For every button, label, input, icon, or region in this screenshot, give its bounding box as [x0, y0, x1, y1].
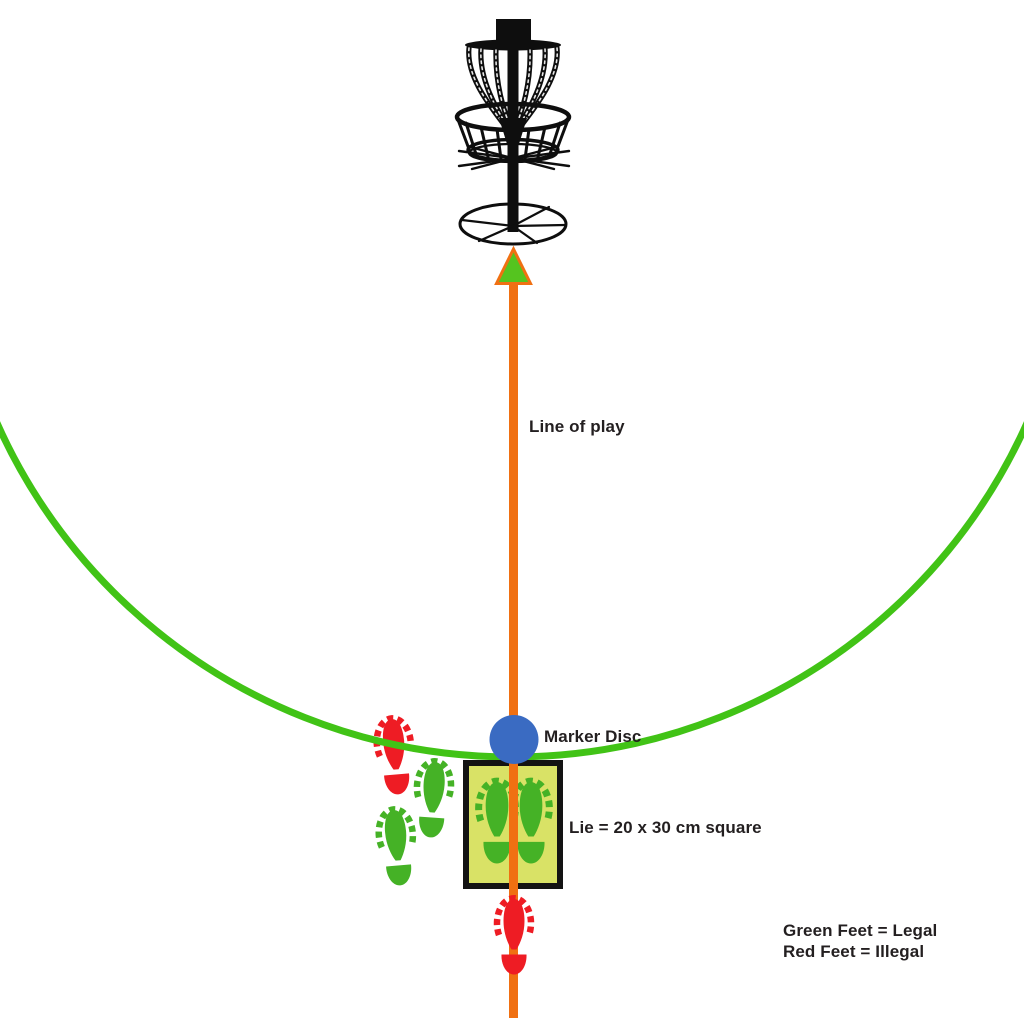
legend-red-feet-label: Red Feet = Illegal: [783, 942, 925, 961]
basket-pole-lower: [507, 144, 519, 232]
basket-base: [458, 202, 568, 246]
line-of-play-arrowhead-icon: [494, 245, 533, 285]
lie-size-label: Lie = 20 x 30 cm square: [569, 818, 762, 837]
footprint-green-right-icon: [413, 760, 452, 838]
footprint-green-rear-icon: [377, 808, 418, 887]
disc-golf-basket-icon: [454, 19, 572, 246]
line-of-play-label: Line of play: [529, 417, 625, 436]
basket-pole-upper: [507, 40, 519, 144]
legend-green-feet-label: Green Feet = Legal: [783, 921, 938, 940]
legend: Green Feet = Legal Red Feet = Illegal: [783, 920, 937, 962]
footprint-red-front-icon: [375, 717, 416, 796]
basket-cage: [454, 101, 572, 171]
marker-disc-icon: [489, 715, 539, 764]
line-of-play-arrow: [494, 245, 533, 1018]
footprint-red-rear-icon: [497, 898, 531, 974]
basket-cap: [496, 19, 531, 41]
marker-disc-label: Marker Disc: [544, 727, 642, 746]
